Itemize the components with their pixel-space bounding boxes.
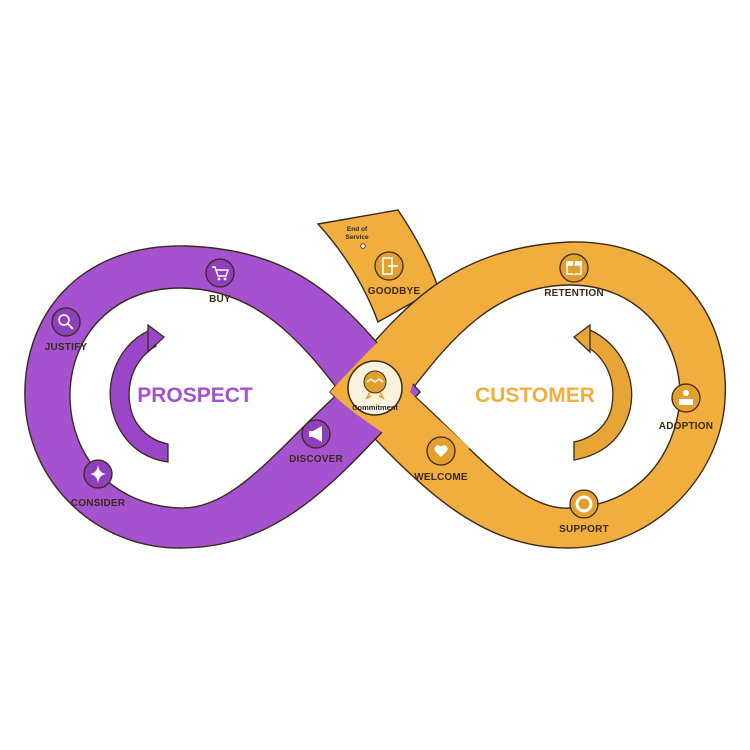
prospect-loop-band [24,245,421,549]
stage-label-support: SUPPORT [559,524,609,535]
person-laptop-icon [671,383,701,413]
commitment-badge: Commitment [347,360,403,416]
stage-label-justify: JUSTIFY [45,342,88,353]
lifebuoy-icon [569,489,599,519]
stage-goodbye: GOODBYE [368,251,421,297]
stage-label-buy: BUY [209,294,231,305]
stage-adoption: ADOPTION [659,383,713,432]
stage-label-goodbye: GOODBYE [368,286,421,297]
stage-buy: BUY [205,258,235,305]
end-of-service-line2: Service [345,234,369,241]
stage-support: SUPPORT [559,489,609,535]
prospect-title: PROSPECT [137,384,253,407]
stage-label-welcome: WELCOME [414,472,468,483]
stage-discover: DISCOVER [289,419,343,465]
stage-label-consider: CONSIDER [71,498,126,509]
commitment-label: Commitment [352,403,398,412]
magnifier-icon [51,307,81,337]
prospect-cycle-arrow [109,323,169,463]
customer-cycle-arrow [572,323,633,461]
stage-label-adoption: ADOPTION [659,421,713,432]
stage-retention: RETENTION [544,253,604,299]
handshake-badge-icon [363,370,387,400]
stage-justify: JUSTIFY [45,307,88,353]
stage-consider: CONSIDER [71,459,126,509]
end-of-service-line1: End of [347,226,368,233]
stage-label-discover: DISCOVER [289,454,343,465]
end-of-service-marker: End of Service [345,226,369,249]
customer-title: CUSTOMER [475,384,595,407]
stage-welcome: WELCOME [414,436,468,483]
cart-icon [205,258,235,288]
stage-label-retention: RETENTION [544,288,604,299]
